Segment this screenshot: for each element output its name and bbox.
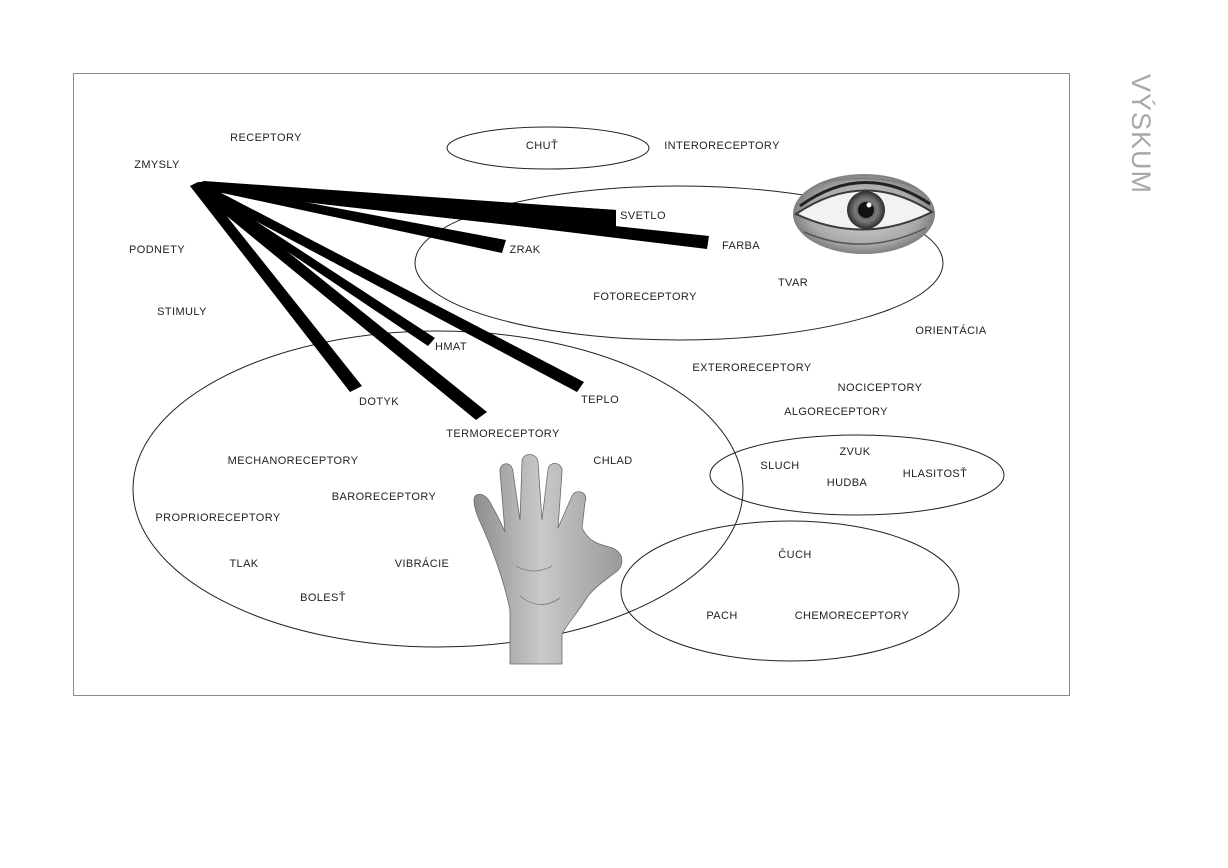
group-touch-ellipse [132,330,744,648]
term-bolest: BOLESŤ [300,592,346,604]
term-hudba: HUDBA [826,477,868,489]
term-vibracie: VIBRÁCIE [394,558,450,570]
term-hmat: HMAT [435,341,467,353]
term-orientacia: ORIENTÁCIA [915,325,987,337]
term-svetlo: SVETLO [620,210,666,222]
hub-connectors [190,181,709,420]
side-title: VÝSKUM [1126,74,1156,195]
term-cuch: ČUCH [778,549,812,561]
term-chut: CHUŤ [525,140,559,152]
connector-dotyk [190,186,362,392]
diagram-frame [73,73,1070,696]
connector-termoreceptory [190,186,487,420]
term-chlad: CHLAD [593,455,633,467]
term-nociceptory: NOCICEPTORY [837,382,923,394]
connector-svetlo-cap [196,182,616,237]
term-receptory: RECEPTORY [230,132,302,144]
term-fotoreceptory: FOTORECEPTORY [593,291,697,303]
connector-teplo [190,184,584,392]
term-baroreceptory: BARORECEPTORY [331,491,437,503]
term-exteroreceptory: EXTERORECEPTORY [692,362,812,374]
term-tvar: TVAR [777,277,809,289]
term-tlak: TLAK [229,558,259,570]
term-zmysly: ZMYSLY [134,159,180,171]
term-zvuk: ZVUK [839,446,871,458]
term-interoreceptory: INTERORECEPTORY [664,140,780,152]
term-proprioreceptory: PROPRIORECEPTORY [155,512,281,524]
hand-image [473,454,623,665]
term-pach: PACH [706,610,738,622]
term-teplo: TEPLO [580,394,620,406]
group-smell-ellipse [620,520,960,662]
connector-zrak [190,182,506,253]
term-hlasitost: HLASITOSŤ [902,468,968,480]
group-vision-ellipse [414,185,944,341]
term-sluch: SLUCH [760,460,800,472]
eye-image [793,174,935,254]
group-hearing-ellipse [709,434,1005,516]
term-termoreceptory: TERMORECEPTORY [446,428,560,440]
term-chemoreceptory: CHEMORECEPTORY [794,610,910,622]
term-stimuly: STIMULY [157,306,207,318]
term-farba: FARBA [721,240,761,252]
term-algoreceptory: ALGORECEPTORY [784,406,888,418]
term-podnety: PODNETY [129,244,185,256]
term-dotyk: DOTYK [359,396,399,408]
term-zrak: ZRAK [509,244,541,256]
group-taste-ellipse [446,126,650,170]
term-mechanoreceptory: MECHANORECEPTORY [227,455,359,467]
